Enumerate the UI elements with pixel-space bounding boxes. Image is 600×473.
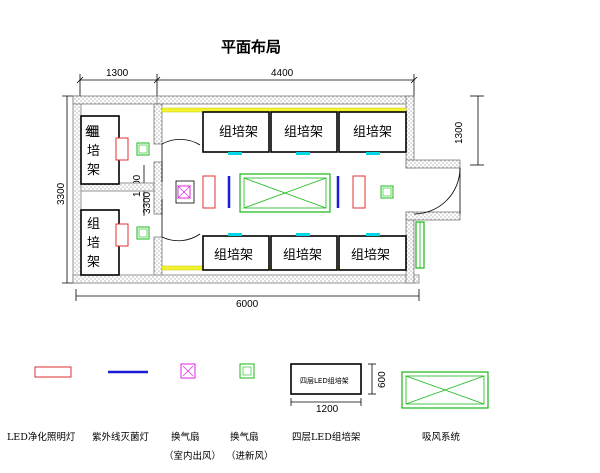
dim-top-left: 1300 (106, 68, 129, 79)
legend-fan-in-label: 换气扇 (230, 431, 259, 443)
dim-top-right: 4400 (271, 68, 294, 79)
fan-in (136, 142, 150, 156)
legend: 四层LED组培架 1200 600 LED净化照明灯 紫外线灭菌灯 换气扇 （室… (7, 363, 489, 462)
legend-led-label: LED净化照明灯 (7, 431, 76, 443)
shelf-label: 组培架 (351, 247, 390, 263)
shelf-unit (202, 111, 270, 153)
dim-inner-b: 3300 (142, 191, 153, 214)
legend-fan-in-note: （进新风） (226, 450, 274, 462)
led-light (352, 175, 366, 209)
legend-led-swatch (34, 366, 72, 378)
led-light (115, 223, 129, 247)
dim-right-height: 1300 (454, 121, 465, 144)
shelf-row-top: 组培架 组培架 组培架 (202, 111, 407, 155)
left-room-lower: 组 培 架 (80, 209, 150, 276)
shelf-label: 组培架 (283, 247, 322, 263)
legend-fan-in-swatch (239, 363, 255, 379)
legend-air-swatch (401, 371, 489, 409)
legend-rack-swatch (290, 363, 362, 395)
legend-rack-depth: 600 (377, 371, 388, 388)
shelf-row-bottom: 组培架 组培架 组培架 (202, 233, 407, 271)
center-equipment (175, 173, 394, 213)
legend-rack-inner: 四层LED组培架 (300, 376, 349, 385)
svg-text:培: 培 (87, 143, 100, 159)
led-light (115, 137, 129, 161)
shelf-label: 组培架 (219, 124, 258, 140)
left-room-upper: 组 组 培 架 (80, 115, 150, 185)
legend-air-label: 吸风系统 (422, 431, 461, 443)
svg-text:培: 培 (87, 235, 100, 251)
shelf-unit (338, 111, 407, 153)
dim-left-height: 3300 (56, 182, 67, 205)
legend-uv-label: 紫外线灭菌灯 (92, 431, 150, 443)
svg-text:架: 架 (87, 163, 100, 178)
led-light (202, 175, 216, 209)
dim-bottom: 6000 (236, 299, 259, 310)
shelf-label: 组 (85, 125, 98, 140)
doors (161, 139, 461, 242)
page-title: 平面布局 (221, 38, 281, 56)
legend-fan-out-label: 换气扇 (171, 431, 200, 443)
shelf-label: 组培架 (214, 247, 253, 263)
shelf-unit (202, 235, 270, 271)
shelf-label: 组培架 (284, 124, 323, 140)
svg-text:组: 组 (87, 125, 100, 140)
fan-in (380, 185, 394, 199)
shelf-label: 组培架 (353, 124, 392, 140)
legend-fan-out-note: （室内出风） (164, 450, 221, 462)
svg-text:架: 架 (87, 255, 100, 270)
svg-text:组: 组 (87, 217, 100, 232)
fan-in (136, 226, 150, 240)
legend-rack-width: 1200 (316, 404, 339, 415)
legend-rack-label: 四层LED组培架 (292, 431, 361, 443)
